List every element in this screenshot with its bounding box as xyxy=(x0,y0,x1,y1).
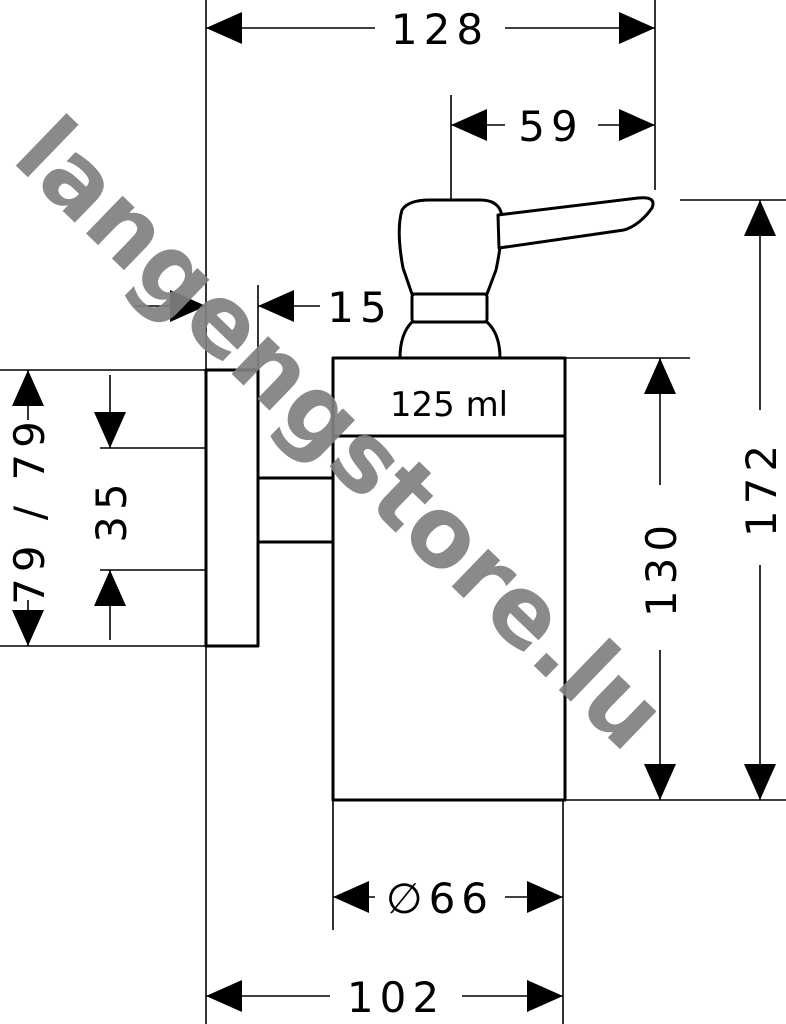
dim-172: 172 xyxy=(737,439,786,537)
spout xyxy=(496,196,655,250)
dimension-labels: 128 59 15 79 / 79 35 130 172 ∅66 102 125… xyxy=(5,5,786,1022)
dispenser-outline xyxy=(204,196,655,802)
dim-35: 35 xyxy=(87,477,136,542)
dim-diameter-66: ∅66 xyxy=(386,874,494,923)
dim-130: 130 xyxy=(637,519,686,617)
dim-59: 59 xyxy=(518,102,583,151)
dim-15: 15 xyxy=(327,283,392,332)
container xyxy=(331,356,567,802)
dimension-lines xyxy=(12,12,776,1012)
dim-128: 128 xyxy=(391,5,489,54)
pump-collar xyxy=(398,320,502,360)
dim-79-79: 79 / 79 xyxy=(5,415,54,605)
wall-plate xyxy=(204,368,260,648)
capacity-label: 125 ml xyxy=(390,385,508,425)
dim-102: 102 xyxy=(347,973,445,1022)
pump-head xyxy=(397,198,504,296)
